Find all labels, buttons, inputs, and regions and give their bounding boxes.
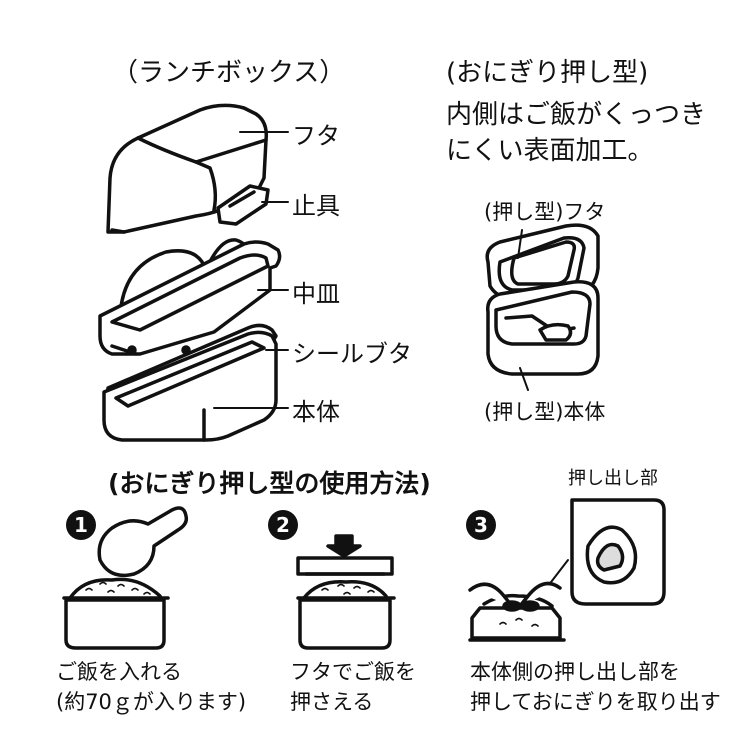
label-body: 本体	[292, 398, 340, 426]
step3-drawing	[468, 498, 666, 642]
usage-heading: (おにぎり押し型の使用方法)	[108, 469, 431, 498]
mold-note-line2: にくい表面加工。	[446, 136, 654, 166]
label-latch: 止具	[292, 192, 340, 220]
label-inner-tray: 中皿	[292, 280, 340, 308]
lunchbox-heading: （ランチボックス）	[112, 58, 346, 88]
step1-drawing	[62, 506, 189, 650]
step-number-3: 3	[466, 510, 496, 540]
step2-line1: フタでご飯を	[290, 660, 416, 684]
step-number-1: 1	[66, 510, 96, 540]
mold-body-drawing	[486, 280, 600, 376]
latch-drawing	[216, 184, 270, 226]
step3-line1: 本体側の押し出し部を	[470, 660, 680, 684]
body-drawing	[102, 330, 278, 442]
step1-line2: (約70ｇが入ります)	[56, 690, 247, 714]
label-lid: フタ	[292, 122, 340, 150]
label-seal-lid: シールブタ	[292, 340, 412, 368]
mold-body-label: (押し型)本体	[484, 400, 606, 424]
callout-push-part: 押し出し部	[568, 468, 658, 489]
step1-line1: ご飯を入れる	[56, 660, 182, 684]
step2-line2: 押さえる	[290, 690, 374, 714]
step-number-2: 2	[268, 510, 298, 540]
step3-line2: 押しておにぎりを取り出す	[470, 690, 721, 714]
mold-heading: (おにぎり押し型)	[446, 58, 649, 88]
step2-drawing	[296, 534, 396, 650]
mold-note-line1: 内側はご飯がくっつき	[446, 100, 707, 130]
mold-lid-label: (押し型)フタ	[484, 200, 606, 224]
leader-mold-body	[519, 367, 529, 391]
leader-mold-lid	[517, 229, 523, 259]
